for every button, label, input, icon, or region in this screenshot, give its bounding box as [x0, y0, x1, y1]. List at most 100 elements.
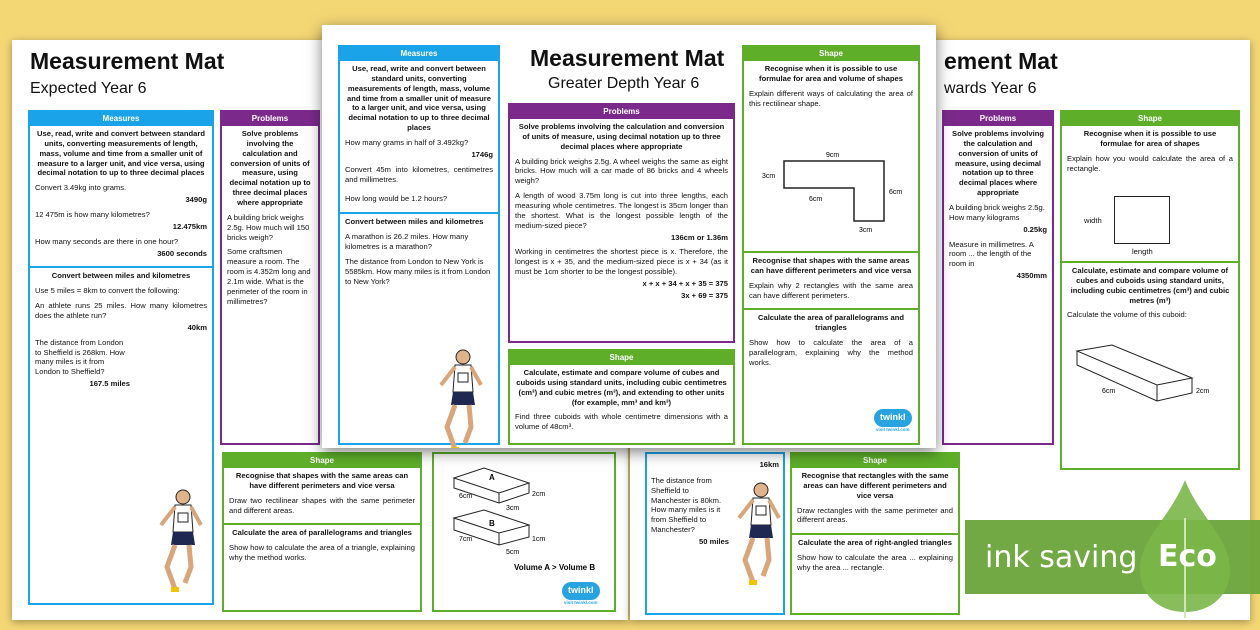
panel-header: Shape	[792, 454, 958, 468]
panel-header: Shape	[224, 454, 420, 468]
sheet-subtitle: wards Year 6	[944, 80, 1037, 97]
dim-label: 6cm	[889, 189, 902, 196]
panel-header: Shape	[510, 351, 733, 365]
objective: Recognise that rectangles with the same …	[801, 471, 949, 500]
panel-header: Shape	[1062, 112, 1238, 126]
answer: 50 miles	[699, 537, 729, 547]
rectangle-diagram	[1114, 196, 1170, 244]
question: Calculate the volume of this cuboid:	[1067, 310, 1187, 320]
runner-illustration	[439, 349, 483, 448]
question: Show how to calculate the area of a tria…	[229, 543, 415, 563]
cuboid-diagrams: A 6cm 2cm 3cm B 7cm 1cm 5cm Volume A > V…	[452, 467, 595, 572]
question: Explain different ways of calculating th…	[749, 88, 913, 108]
panel-header: Measures	[30, 112, 212, 126]
objective: Calculate the area of parallelograms and…	[232, 528, 412, 538]
dim-label: 9cm	[826, 152, 839, 159]
question: Explain why 2 rectangles with the same a…	[749, 280, 913, 300]
objective: Calculate the area of right-angled trian…	[797, 538, 953, 548]
question: Explain how you would calculate the area…	[1067, 153, 1233, 173]
problems-panel: Problems Solve problems involving the ca…	[508, 103, 735, 343]
objective: Calculate the area of parallelograms and…	[757, 313, 905, 333]
question: Find three cuboids with whole centimetre…	[515, 412, 728, 432]
shape-panel: Shape Recognise that rectangles with the…	[790, 452, 960, 615]
dim-label: 3cm	[859, 227, 872, 234]
cuboid-diagram: 6cm 2cm	[1075, 344, 1209, 402]
question: Draw rectangles with the same perimeter …	[797, 505, 953, 525]
answer: 0.25kg	[1023, 224, 1047, 234]
dim-label: 6cm	[1102, 388, 1115, 395]
question: Show how to calculate the area ... expla…	[797, 553, 953, 573]
panel-header: Measures	[340, 47, 498, 61]
shape-column: Shape Recognise when it is possible to u…	[1060, 110, 1240, 470]
dim-label: 2cm	[532, 491, 545, 498]
measures-panel: Measures Use, read, write and convert be…	[28, 110, 214, 605]
center-sheet: Measures Use, read, write and convert be…	[322, 25, 936, 448]
objective: Convert between miles and kilometres	[345, 217, 484, 227]
sheet-subtitle: Greater Depth Year 6	[548, 75, 700, 92]
question: Use 5 miles = 8km to convert the followi…	[35, 286, 180, 296]
problems-panel: Problems Solve problems involving the ca…	[942, 110, 1054, 445]
problems-panel: Problems Solve problems involving the ca…	[220, 110, 320, 445]
sheet-subtitle: Expected Year 6	[30, 80, 147, 97]
objective: Recognise that shapes with the same area…	[235, 471, 409, 490]
dim-label: 6cm	[459, 493, 472, 500]
answer: 12.475km	[172, 221, 207, 231]
length-label: length	[1132, 247, 1153, 256]
question: Convert 3.49kg into grams.	[35, 183, 127, 193]
volume-answer: Volume A > Volume B	[514, 563, 595, 572]
answer: 3600 seconds	[157, 248, 207, 258]
shape-panel: Shape Calculate, estimate and compare vo…	[508, 349, 735, 445]
cuboid-b-label: B	[489, 519, 495, 528]
objective: Use, read, write and convert between sta…	[37, 129, 205, 178]
question: Measure in millimetres. A room ... the l…	[949, 239, 1034, 269]
cuboids-panel: A 6cm 2cm 3cm B 7cm 1cm 5cm Volume A > V…	[432, 452, 616, 612]
dim-label: 1cm	[532, 536, 545, 543]
logo-url: visit twinkl.com	[564, 599, 598, 605]
question: How long would be 1.2 hours?	[345, 194, 448, 204]
question: The distance from London to New York is …	[345, 256, 491, 286]
measures-panel: Measures Use, read, write and convert be…	[338, 45, 500, 448]
answer: 4350mm	[1016, 271, 1047, 281]
question: How many seconds are there in one hour?	[35, 236, 179, 246]
sheet-title: Measurement Mat	[30, 48, 225, 74]
answer: 40km	[187, 322, 207, 332]
question: A building brick weighs 2.5g. How much w…	[227, 212, 310, 242]
question: Show how to calculate the area of a para…	[749, 338, 913, 367]
question: A building brick weighs 2.5g. A wheel we…	[515, 156, 728, 186]
eco-label: Eco	[1158, 539, 1217, 574]
sheet-title: Measurement Mat	[530, 45, 725, 71]
objective: Use, read, write and convert between sta…	[347, 64, 491, 133]
objective: Solve problems involving the calculation…	[952, 129, 1044, 198]
panel-header: Problems	[944, 112, 1052, 126]
objective: Calculate, estimate and compare volume o…	[1070, 266, 1230, 305]
panel-header: Problems	[510, 105, 733, 119]
question: Draw two rectilinear shapes with the sam…	[229, 495, 415, 515]
panel-header: Problems	[222, 112, 318, 126]
width-label: width	[1084, 216, 1102, 225]
dim-label: 6cm	[809, 196, 822, 203]
measures-panel: 16km The distance from Sheffield to Manc…	[645, 452, 785, 615]
cuboid-a-label: A	[489, 473, 495, 482]
dim-label: 7cm	[459, 536, 472, 543]
sheet-title: ement Mat	[944, 48, 1058, 74]
question: How many grams in half of 3.492kg?	[345, 138, 469, 148]
question: A length of wood 3.75m long is cut into …	[515, 191, 728, 230]
objective: Recognise when it is possible to use for…	[759, 64, 903, 83]
answer: 3490g	[185, 195, 207, 205]
shape-panel: Shape Recognise that shapes with the sam…	[222, 452, 422, 612]
leaf-drop-icon	[1140, 480, 1230, 618]
dim-label: 3cm	[762, 173, 775, 180]
question: A marathon is 26.2 miles. How many kilom…	[345, 232, 469, 252]
dim-label: 3cm	[506, 505, 519, 512]
question: The distance from London to Sheffield is…	[35, 337, 125, 377]
objective: Solve problems involving the calculation…	[229, 129, 311, 208]
logo-text: twinkl	[562, 582, 600, 600]
dim-label: 5cm	[506, 549, 519, 556]
answer: 16km	[759, 460, 779, 469]
equation: x + x + 34 + x + 35 = 375	[642, 279, 728, 289]
question: Convert 45m into kilometres, centimetres…	[345, 164, 493, 184]
objective: Convert between miles and kilometres	[51, 271, 191, 281]
question: Some craftsmen measure a room. The room …	[227, 247, 311, 306]
objective: Solve problems involving the calculation…	[518, 122, 725, 151]
